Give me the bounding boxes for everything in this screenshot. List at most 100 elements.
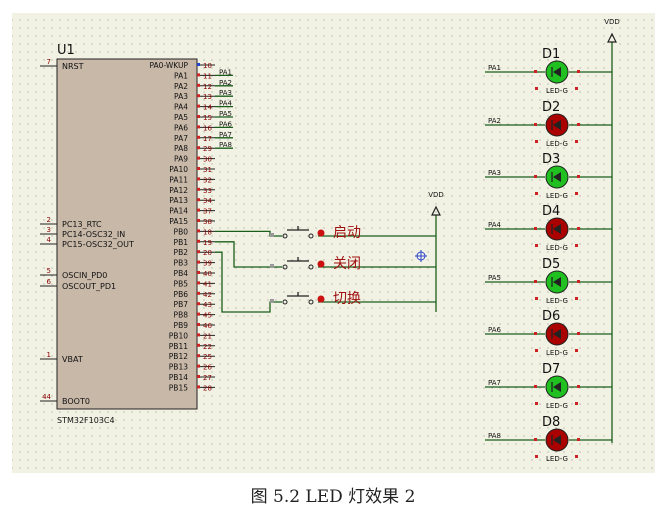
chip-pin-name: PB0: [174, 227, 189, 236]
led-diode-symbol: [553, 224, 561, 234]
pin-state-marker: [197, 177, 200, 181]
button-label: 关闭: [333, 256, 361, 272]
chip-pin-name: PB9: [174, 321, 189, 330]
chip-pin-number: 41: [203, 280, 212, 288]
led-net-label: PA3: [488, 169, 501, 177]
led-vdd-symbol: [607, 32, 617, 43]
led-part: LED-G: [546, 87, 568, 95]
chip-pin-number: 42: [203, 291, 212, 299]
chip-pin-name: PB13: [169, 363, 188, 372]
vdd-symbol: [431, 205, 441, 216]
led-diode-symbol: [553, 329, 561, 339]
chip-pin-name: OSCIN_PD0: [62, 271, 107, 280]
chip-pin-name: PB14: [169, 373, 188, 382]
led-pin-marker: [577, 227, 580, 230]
button-marker: [270, 264, 274, 268]
chip-pin-name: PA7: [174, 134, 188, 143]
led-pin-marker: [535, 349, 538, 352]
led-diode-symbol: [553, 172, 561, 182]
pin-state-marker: [197, 239, 200, 243]
led-vdd-label: VDD: [604, 18, 620, 26]
led-part: LED-G: [546, 349, 568, 357]
chip-pin-number: 13: [203, 93, 212, 101]
pin-state-marker: [197, 302, 200, 306]
chip-pin-name: PB7: [174, 300, 189, 309]
pa-net-label: PA3: [219, 89, 232, 97]
chip-pin-number: 44: [42, 393, 51, 401]
chip-pin-number: 7: [47, 58, 51, 66]
button-label: 切换: [333, 290, 361, 307]
chip-pin-name: PC13_RTC: [62, 220, 102, 229]
chip-pin-number: 40: [203, 270, 212, 278]
button-contact: [308, 264, 314, 270]
led-pin-marker: [577, 123, 580, 126]
chip-pin-name: PA15: [169, 217, 188, 226]
pin-state-marker: [197, 104, 200, 108]
chip-pin-name: PA9: [174, 155, 188, 164]
button-indicator[interactable]: [317, 229, 325, 237]
pin-state-marker: [197, 250, 200, 254]
pin-state-marker: [197, 354, 200, 358]
led-pin-marker: [577, 70, 580, 73]
led-pin-marker: [577, 385, 580, 388]
button-contact: [282, 233, 288, 239]
button-indicator[interactable]: [317, 260, 325, 268]
led-pin-marker: [535, 455, 538, 458]
button-label: 启动: [333, 225, 361, 241]
chip-pin-name: PC15-OSC32_OUT: [62, 240, 134, 249]
led-net-label: PA8: [488, 432, 501, 440]
chip-body[interactable]: [56, 58, 198, 410]
led-pin-marker: [575, 87, 578, 90]
chip-pin-name: PB10: [169, 331, 188, 340]
button-indicator[interactable]: [317, 295, 325, 303]
chip-pin-name: PB5: [174, 279, 189, 288]
led-ref: D1: [542, 47, 560, 62]
chip-pin-name: PA3: [174, 92, 188, 101]
chip-pin-number: 37: [203, 208, 212, 216]
led-pin-marker: [534, 280, 537, 283]
chip-pin-name: NRST: [62, 62, 84, 71]
led-pin-marker: [534, 332, 537, 335]
chip-pin-name: PA6: [174, 123, 188, 132]
pa-net-label: PA5: [219, 110, 232, 118]
led-part: LED-G: [546, 140, 568, 148]
chip-pin-name: PB11: [169, 342, 188, 351]
pa-net-label: PA8: [219, 141, 232, 149]
led-pin-marker: [535, 87, 538, 90]
chip-pin-name: PB2: [174, 248, 189, 257]
chip-pin-number: 27: [203, 374, 212, 382]
button-wire: [215, 241, 282, 268]
led-pin-marker: [535, 244, 538, 247]
pin-state-marker: [197, 385, 200, 389]
led-pin-marker: [575, 297, 578, 300]
led-pin-marker: [535, 192, 538, 195]
led-part: LED-G: [546, 192, 568, 200]
pin-state-marker: [197, 281, 200, 285]
chip-pin-number: 34: [203, 197, 212, 205]
led-pin-marker: [534, 438, 537, 441]
chip-pin-name: PB3: [174, 259, 189, 268]
chip-pin-number: 43: [203, 301, 212, 309]
led-pin-marker: [535, 140, 538, 143]
led-pin-marker: [577, 175, 580, 178]
button-contact: [308, 299, 314, 305]
led-pin-marker: [575, 244, 578, 247]
led-ref: D5: [542, 257, 560, 272]
led-diode-symbol: [553, 67, 561, 77]
chip-pin-number: 6: [47, 278, 52, 286]
chip-pin-number: 31: [203, 166, 212, 174]
led-array: PA1D1LED-GPA2D2LED-GPA3D3LED-GPA4D4LED-G…: [488, 47, 580, 463]
chip-pin-name: PB4: [174, 269, 189, 278]
chip-pin-name: OSCOUT_PD1: [62, 282, 116, 291]
pin-state-marker: [197, 312, 200, 316]
led-ref: D2: [542, 100, 560, 115]
chip-pin-name: PA13: [169, 196, 188, 205]
chip-pin-number: 46: [203, 322, 212, 330]
chip-pin-number: 17: [203, 135, 212, 143]
pin-state-marker: [197, 343, 200, 347]
led-pin-marker: [575, 192, 578, 195]
